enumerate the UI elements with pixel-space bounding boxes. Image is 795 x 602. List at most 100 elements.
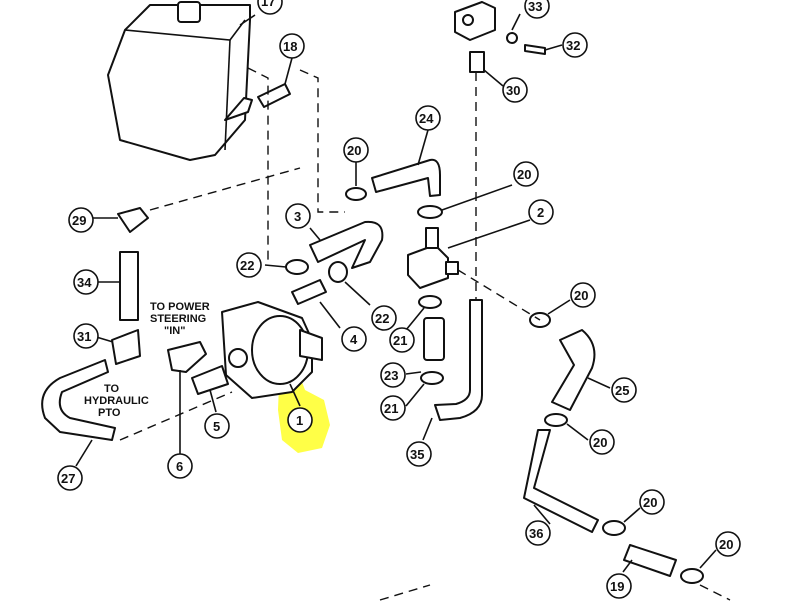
callout-19: 19 <box>606 573 632 599</box>
hose-27 <box>41 359 116 441</box>
callout-20-d: 20 <box>589 429 615 455</box>
clamp-20-f <box>680 568 704 584</box>
svg-text:20: 20 <box>643 495 657 510</box>
clamp-22-a <box>285 259 309 275</box>
callout-2: 2 <box>528 199 554 225</box>
fitting-5 <box>191 365 229 395</box>
tee-fitting-2 <box>407 227 459 289</box>
reservoir-tank <box>107 1 253 161</box>
note-to-hydraulic-2: HYDRAULIC <box>84 395 149 407</box>
svg-text:35: 35 <box>410 447 424 462</box>
svg-text:5: 5 <box>213 419 220 434</box>
callout-3: 3 <box>285 203 311 229</box>
dashed-route-bottom <box>379 584 731 601</box>
svg-text:20: 20 <box>574 288 588 303</box>
callout-24: 24 <box>415 105 441 131</box>
svg-text:21: 21 <box>393 333 407 348</box>
callout-23: 23 <box>380 362 406 388</box>
svg-text:3: 3 <box>294 209 301 224</box>
callout-20-b: 20 <box>513 161 539 187</box>
tube-36 <box>523 429 599 533</box>
callout-20-c: 20 <box>570 282 596 308</box>
clamp-20-a <box>345 187 367 201</box>
svg-text:4: 4 <box>350 332 358 347</box>
hose-24 <box>371 158 441 197</box>
callout-5: 5 <box>204 413 230 439</box>
svg-text:29: 29 <box>72 213 86 228</box>
hose-25 <box>551 329 596 411</box>
callout-30: 30 <box>502 77 528 103</box>
callout-21-a: 21 <box>389 327 415 353</box>
note-to-hydraulic-3: PTO <box>98 407 121 419</box>
callout-4: 4 <box>341 326 367 352</box>
note-to-hydraulic-1: TO <box>104 383 120 395</box>
svg-text:20: 20 <box>517 167 531 182</box>
elbow-29 <box>117 207 149 233</box>
svg-text:6: 6 <box>176 459 183 474</box>
plug-18 <box>247 67 345 262</box>
callout-27: 27 <box>57 465 83 491</box>
clamp-20-b <box>417 205 443 219</box>
svg-text:2: 2 <box>537 205 544 220</box>
hose-19 <box>623 544 677 577</box>
clamp-20-e <box>602 520 626 536</box>
hose-23 <box>423 317 445 361</box>
note-to-power-steering-1: TO POWER <box>150 301 210 313</box>
callout-20-e: 20 <box>639 489 665 515</box>
dashed-route-left <box>149 167 301 211</box>
callout-1: 1 <box>287 407 313 433</box>
fitting-4 <box>291 279 327 305</box>
svg-text:24: 24 <box>419 111 434 126</box>
clamp-21-b <box>420 371 444 385</box>
svg-text:36: 36 <box>529 526 543 541</box>
callout-33: 33 <box>524 0 550 19</box>
callout-32: 32 <box>562 32 588 58</box>
clamp-21-a <box>418 295 442 309</box>
elbow-6 <box>167 341 207 373</box>
svg-text:20: 20 <box>347 143 361 158</box>
clamp-20-d <box>544 413 568 427</box>
dashed-route-lower <box>119 391 233 441</box>
tube-35 <box>434 299 483 421</box>
callout-29: 29 <box>68 207 94 233</box>
tee-31 <box>111 329 141 365</box>
dashed-route-right <box>457 269 541 321</box>
pipe-34 <box>119 251 139 321</box>
svg-text:27: 27 <box>61 471 75 486</box>
callout-34: 34 <box>73 269 99 295</box>
callout-31: 31 <box>73 323 99 349</box>
svg-text:20: 20 <box>593 435 607 450</box>
note-to-power-steering-2: STEERING <box>150 313 206 325</box>
pump-1 <box>221 301 323 399</box>
svg-text:22: 22 <box>375 311 389 326</box>
note-to-power-steering-3: "IN" <box>164 325 185 337</box>
callout-22-a: 22 <box>236 252 262 278</box>
svg-text:34: 34 <box>77 275 92 290</box>
svg-text:33: 33 <box>528 0 542 14</box>
clamp-22-b <box>328 261 348 283</box>
callout-20-f: 20 <box>715 531 741 557</box>
svg-text:32: 32 <box>566 38 580 53</box>
callout-18: 18 <box>279 33 305 59</box>
svg-text:18: 18 <box>283 39 297 54</box>
callout-17: 17 <box>257 0 283 15</box>
svg-text:20: 20 <box>719 537 733 552</box>
svg-text:1: 1 <box>296 413 303 428</box>
svg-text:22: 22 <box>240 258 254 273</box>
svg-text:25: 25 <box>615 383 629 398</box>
callout-36: 36 <box>525 520 551 546</box>
callout-21-b: 21 <box>380 395 406 421</box>
svg-text:17: 17 <box>261 0 275 9</box>
svg-text:19: 19 <box>610 579 624 594</box>
callout-22-b: 22 <box>371 305 397 331</box>
callout-6: 6 <box>167 453 193 479</box>
callout-35: 35 <box>406 441 432 467</box>
svg-text:30: 30 <box>506 83 520 98</box>
svg-text:23: 23 <box>384 368 398 383</box>
svg-text:21: 21 <box>384 401 398 416</box>
leader-lines <box>75 13 717 573</box>
hose-3 <box>309 220 384 269</box>
callout-25: 25 <box>611 377 637 403</box>
callout-20-a: 20 <box>343 137 369 163</box>
